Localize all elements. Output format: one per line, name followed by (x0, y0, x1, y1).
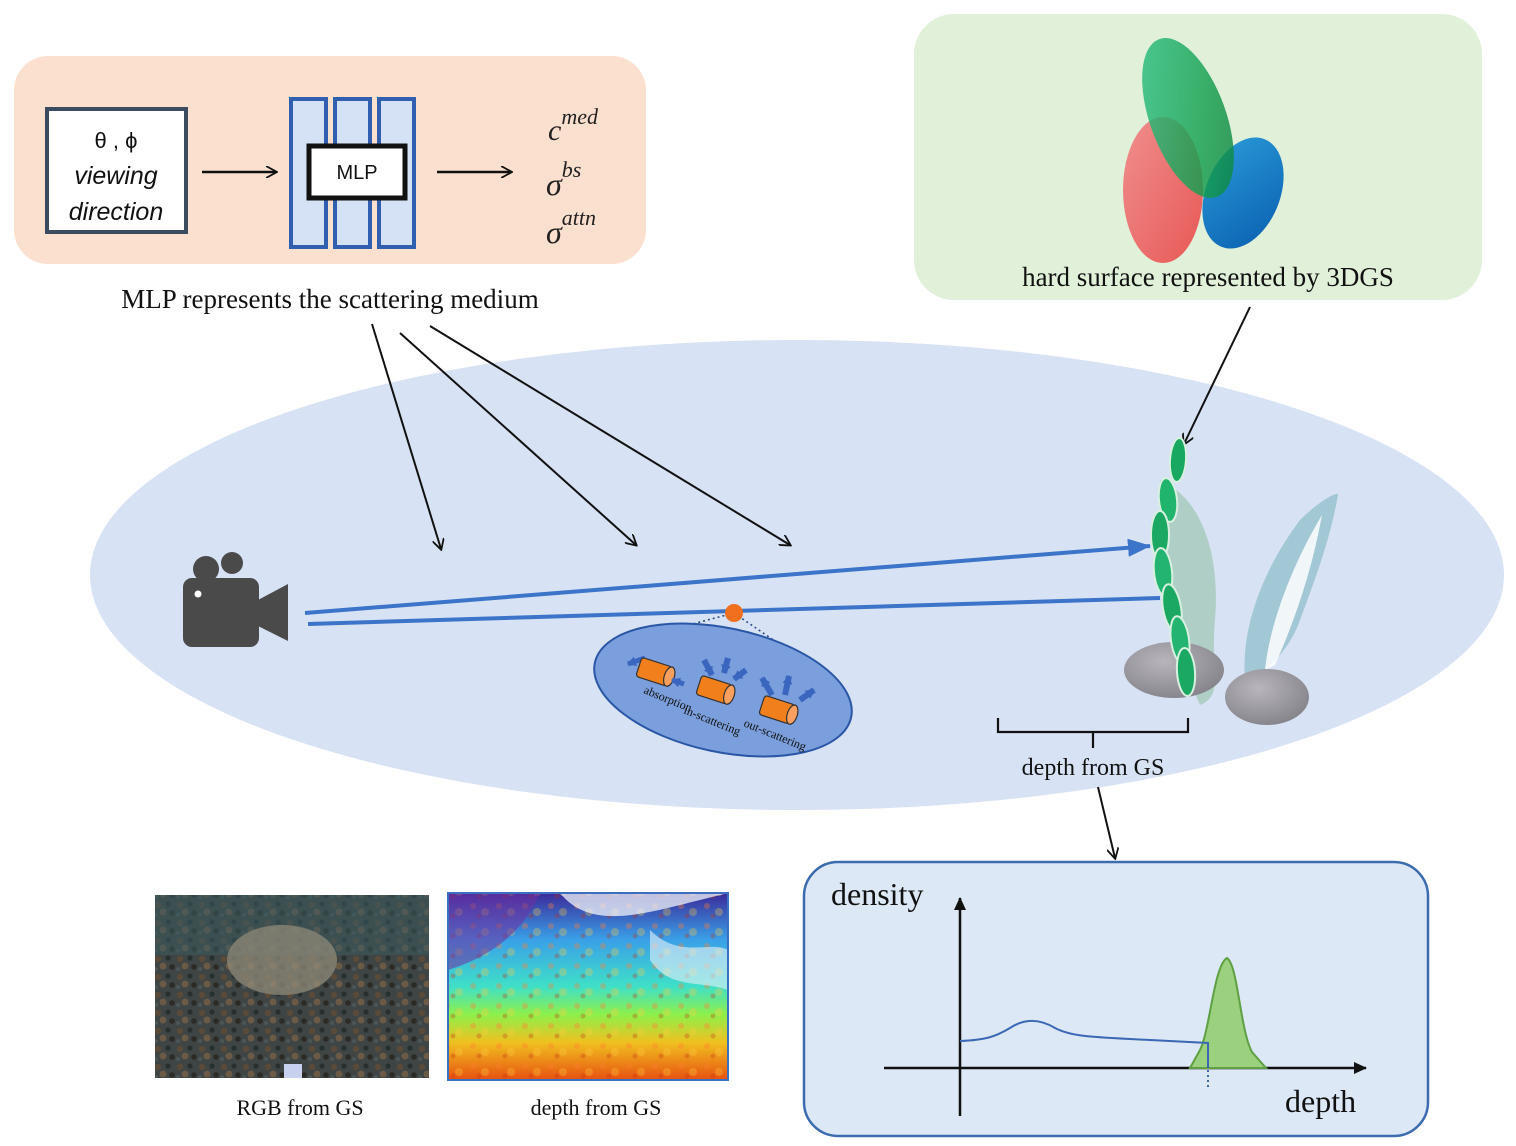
depth-thumbnail (447, 892, 729, 1081)
rgb-thumbnail (155, 895, 429, 1078)
rock-right (1225, 669, 1309, 725)
density-plot-arrow (1097, 786, 1115, 858)
mlp-caption: MLP represents the scattering medium (121, 284, 538, 314)
in-scattering-icon (695, 657, 748, 705)
viewing-direction-angles: θ , ϕ (95, 128, 138, 153)
gs-caption: hard surface represented by 3DGS (1022, 262, 1394, 292)
surface-density-peak (1188, 956, 1269, 1069)
mlp-panel: θ , ϕ viewing direction MLP cmed σbs σat… (14, 56, 646, 264)
depth-axis-label: depth (1285, 1083, 1356, 1119)
gs-panel: hard surface represented by 3DGS (914, 14, 1482, 300)
depth-from-gs-label: depth from GS (1022, 755, 1165, 781)
surface-arrow (1184, 306, 1251, 444)
rgb-caption: RGB from GS (236, 1095, 363, 1120)
rock-left (1124, 642, 1224, 698)
output-sigma-attn: σattn (546, 205, 596, 250)
mlp-block-label: MLP (336, 162, 377, 184)
camera-icon (183, 552, 288, 647)
output-c-med: cmed (548, 104, 599, 147)
output-sigma-bs: σbs (546, 157, 581, 202)
density-plot: density depth (802, 860, 1430, 1138)
viewing-direction-label-1: viewing (74, 162, 157, 190)
medium-arrow-2 (399, 332, 636, 545)
medium-arrow-3 (429, 325, 790, 545)
viewing-direction-box (45, 107, 188, 234)
density-axis-label: density (831, 876, 923, 912)
seaweed-highlight (1265, 515, 1322, 670)
scattering-detail: absorption in-scattering out-scattering (593, 622, 853, 758)
seaweed-scene (1124, 437, 1339, 725)
out-scattering-icon (758, 675, 816, 725)
gaussian-column (1150, 437, 1197, 697)
mlp-block (306, 143, 408, 201)
gaussian-green (1142, 38, 1234, 198)
absorption-icon (627, 655, 685, 688)
medium-sample-point (725, 604, 743, 622)
medium-density-curve (959, 1019, 1209, 1068)
viewing-direction-label-2: direction (69, 198, 164, 226)
medium-arrow-1 (371, 323, 441, 549)
depth-caption: depth from GS (531, 1095, 662, 1120)
camera-ray-upper (304, 538, 1151, 615)
